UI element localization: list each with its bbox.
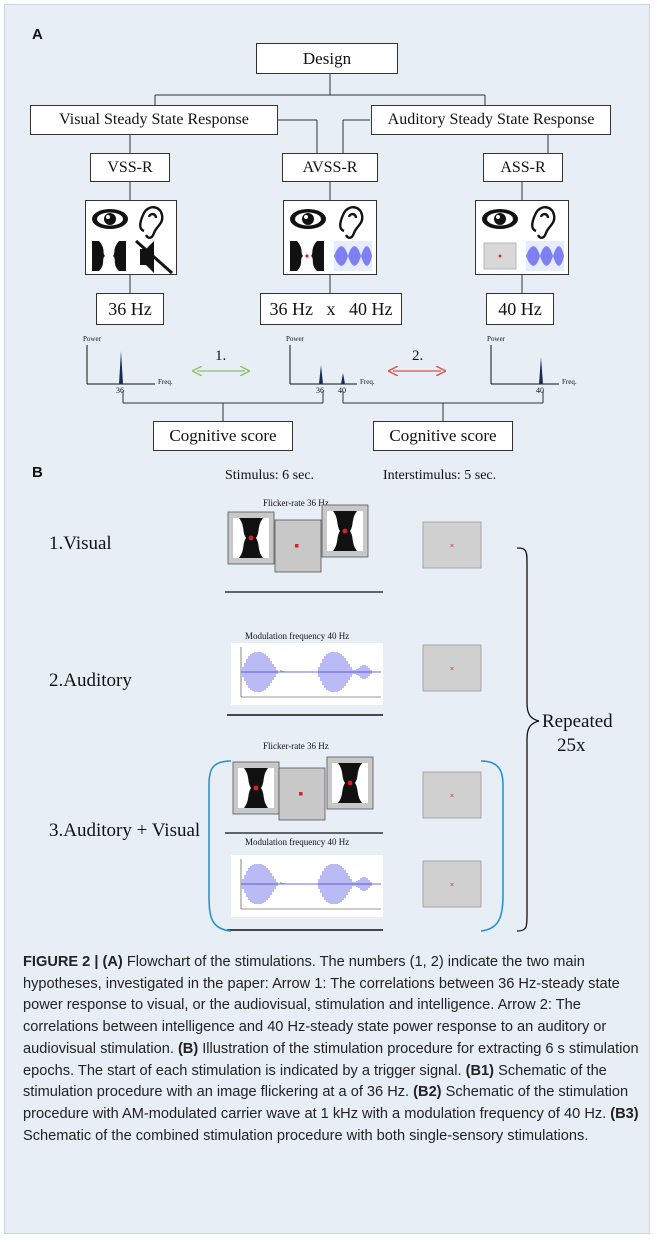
caption-text-4: Schematic of the stimulation procedure w… [23, 1084, 629, 1122]
caption-fig-label: FIGURE 2 | [23, 954, 103, 970]
freq-36hz-box: 36 Hz [96, 293, 164, 325]
auditory-ssr-box: Auditory Steady State Response [371, 105, 611, 135]
tick-36-a: 36 [116, 386, 124, 395]
repeated-label: Repeated [542, 711, 613, 732]
design-box: Design [256, 43, 398, 74]
spectrum-36-40hz [289, 345, 357, 385]
caption-b3-ref: (B3) [610, 1105, 639, 1122]
ear-icon [339, 206, 364, 239]
vssr-stimulus-icons [85, 200, 177, 275]
tick-40-b: 40 [338, 386, 346, 395]
power-label-3: Power [487, 335, 505, 343]
isi-screen-2 [422, 644, 482, 692]
panel-a-label: A [32, 26, 43, 43]
caption-text-1: Flowchart of the stimulations. The numbe… [23, 954, 620, 1057]
power-label-1: Power [83, 335, 101, 343]
auditory-am-waveform-1 [227, 642, 384, 716]
power-spectra [86, 345, 559, 385]
caption-text-2: Illustration of the stimulation procedur… [23, 1040, 639, 1079]
avssr-stimulus-icons [283, 200, 377, 275]
fixation-screen-icon [483, 242, 517, 270]
audiovisual-bracket-left [208, 760, 232, 932]
visual-ssr-box: Visual Steady State Response [30, 105, 278, 135]
freq-axis-label-2: Freq. [360, 378, 375, 386]
caption-text-3: Schematic of the stimulation procedure w… [23, 1062, 607, 1101]
cognitive-score-box-2: Cognitive score [373, 421, 513, 451]
tick-36-b: 36 [316, 386, 324, 395]
flicker-rate-label-1: Flicker-rate 36 Hz [263, 498, 329, 508]
visual-flicker-sequence [225, 504, 383, 593]
power-label-2: Power [286, 335, 304, 343]
caption-text-5: Schematic of the combined stimulation pr… [23, 1127, 589, 1144]
caption-b-ref: (B) [177, 1040, 199, 1057]
isi-screen-3 [422, 771, 482, 819]
modulation-label-1: Modulation frequency 40 Hz [245, 631, 350, 641]
row-auditory-label: 2.Auditory [49, 670, 132, 691]
eye-icon [92, 209, 128, 229]
muted-speaker-icon [135, 239, 173, 275]
freq-axis-label-1: Freq. [158, 378, 173, 386]
figure-panel: A [4, 4, 650, 1234]
caption-b1-ref: (B1) [465, 1062, 495, 1079]
freq-axis-label-3: Freq. [562, 378, 577, 386]
row-visual-label: 1.Visual [49, 533, 112, 554]
interstimulus-header: Interstimulus: 5 sec. [383, 468, 497, 483]
panel-b-label: B [32, 464, 43, 481]
isi-screen-4 [422, 860, 482, 908]
caption-b2-ref: (B2) [413, 1084, 442, 1101]
ear-icon [139, 206, 164, 239]
face-vase-icon [92, 241, 126, 271]
auditory-am-waveform-2 [227, 854, 384, 931]
spectrum-36hz [86, 345, 155, 385]
face-vase-icon [290, 241, 324, 271]
audiovisual-bracket-right [480, 760, 504, 932]
am-waveform-icon [334, 241, 372, 271]
flicker-rate-label-2: Flicker-rate 36 Hz [263, 741, 329, 751]
freq-36x40hz-box: 36 Hz x 40 Hz [260, 293, 402, 325]
figure-caption: FIGURE 2 | (A) Flowchart of the stimulat… [23, 952, 645, 1147]
assr-stimulus-icons [475, 200, 569, 275]
condition-assr: ASS-R [483, 153, 563, 182]
modulation-label-2: Modulation frequency 40 Hz [245, 837, 350, 847]
eye-icon [290, 209, 326, 229]
ear-icon [531, 206, 556, 239]
panel-a-connectors [122, 74, 549, 421]
freq-40hz-box: 40 Hz [486, 293, 554, 325]
am-waveform-icon [526, 241, 564, 271]
cognitive-score-box-1: Cognitive score [153, 421, 293, 451]
panel-b-graphics: × [208, 504, 540, 932]
isi-screen-1 [422, 521, 482, 569]
repeated-count: 25x [557, 735, 586, 756]
row-audiovisual-label: 3.Auditory + Visual [49, 820, 201, 841]
condition-avssr: AVSS-R [282, 153, 378, 182]
caption-a-ref: (A) [102, 954, 123, 970]
condition-vssr: VSS-R [90, 153, 170, 182]
stimulus-header: Stimulus: 6 sec. [225, 468, 315, 483]
repeat-brace [516, 547, 540, 932]
arrow-1-label: 1. [215, 348, 227, 364]
eye-icon [482, 209, 518, 229]
tick-40-c: 40 [536, 386, 544, 395]
arrow-2-label: 2. [412, 348, 424, 364]
audiovisual-flicker-sequence [225, 756, 383, 834]
spectrum-40hz [490, 345, 559, 385]
